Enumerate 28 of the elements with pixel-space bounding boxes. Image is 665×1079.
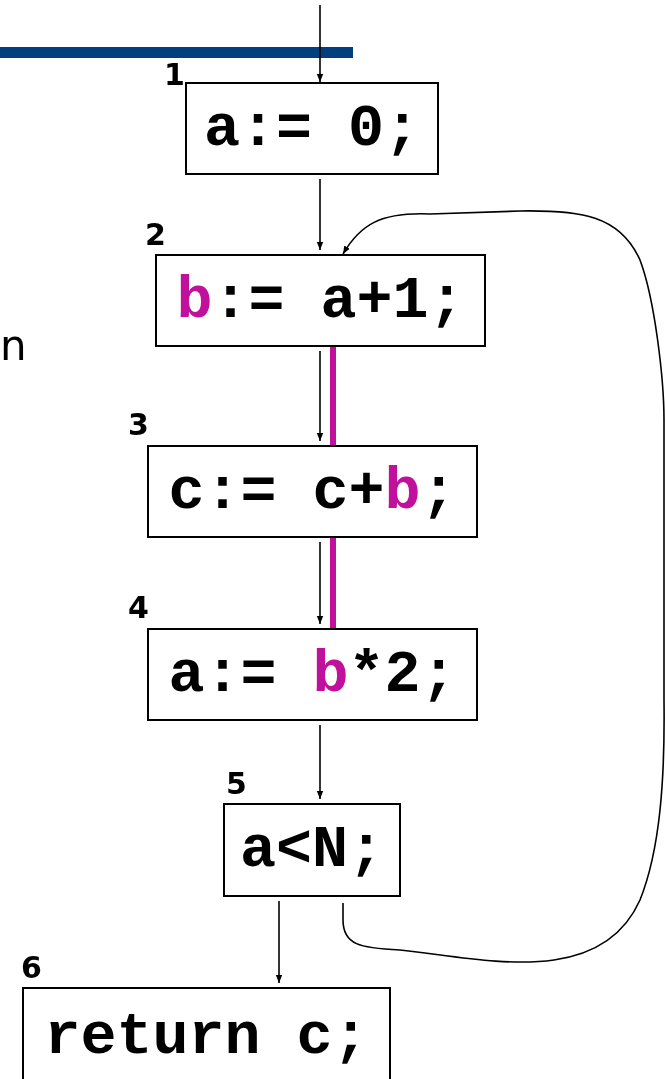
arrow	[316, 178, 324, 251]
code-statement: return c;	[44, 1007, 369, 1067]
code-statement: a<N;	[240, 820, 384, 880]
code-statement: a:= 0;	[203, 98, 420, 159]
block-number: 4	[128, 593, 149, 623]
statement-box	[155, 254, 486, 347]
statement-box	[147, 628, 478, 721]
side-text: n	[0, 325, 27, 367]
block-number: 6	[21, 953, 42, 983]
statement-box	[22, 987, 391, 1079]
arrow	[342, 210, 665, 963]
arrow	[316, 350, 324, 442]
arrow	[316, 4, 324, 83]
statement-box	[185, 82, 439, 175]
block-number: 3	[128, 410, 149, 440]
arrow	[316, 724, 324, 800]
code-statement: b:= a+1;	[176, 270, 465, 331]
arrow	[275, 900, 283, 984]
highlight-line	[330, 347, 336, 445]
block-number: 2	[145, 220, 166, 250]
highlight-line	[330, 538, 336, 628]
code-statement: a:= b*2;	[168, 644, 457, 705]
statement-box	[147, 445, 478, 538]
block-number: 1	[164, 60, 185, 90]
arrow	[316, 541, 324, 625]
statement-box	[223, 803, 401, 897]
code-statement: c:= c+b;	[168, 461, 457, 522]
block-number: 5	[226, 769, 247, 799]
